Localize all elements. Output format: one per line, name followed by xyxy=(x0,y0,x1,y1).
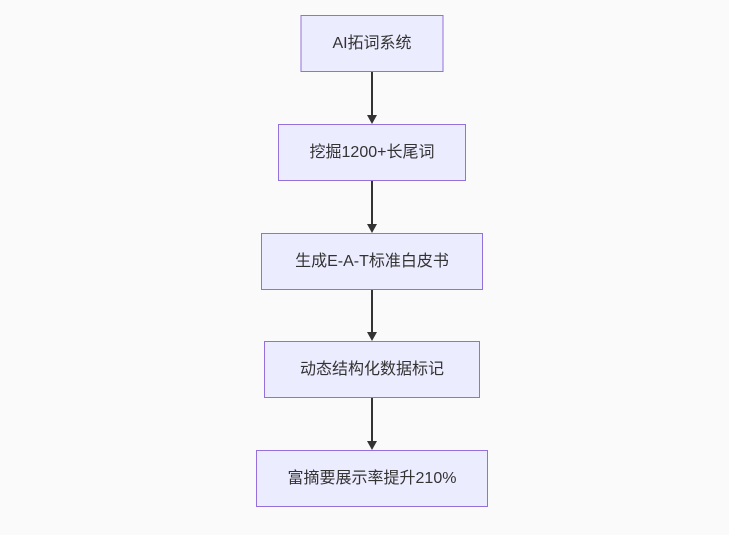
flow-node-ai-word-expansion-system: AI拓词系统 xyxy=(300,15,444,72)
flow-connector-3 xyxy=(367,290,377,341)
flow-connector-1 xyxy=(367,72,377,124)
arrow-line xyxy=(371,72,373,117)
flow-node-mine-longtail-keywords: 挖掘1200+长尾词 xyxy=(278,124,466,181)
arrow-down-icon xyxy=(367,332,377,341)
flow-node-dynamic-structured-data-markup: 动态结构化数据标记 xyxy=(264,341,480,398)
arrow-line xyxy=(371,290,373,334)
arrow-line xyxy=(371,181,373,226)
flow-node-generate-eat-whitepaper: 生成E-A-T标准白皮书 xyxy=(261,233,483,290)
arrow-line xyxy=(371,398,373,443)
flow-connector-4 xyxy=(367,398,377,450)
arrow-down-icon xyxy=(367,441,377,450)
arrow-down-icon xyxy=(367,115,377,124)
arrow-down-icon xyxy=(367,224,377,233)
flow-node-rich-snippet-rate-increase: 富摘要展示率提升210% xyxy=(256,450,488,507)
flow-connector-2 xyxy=(367,181,377,233)
